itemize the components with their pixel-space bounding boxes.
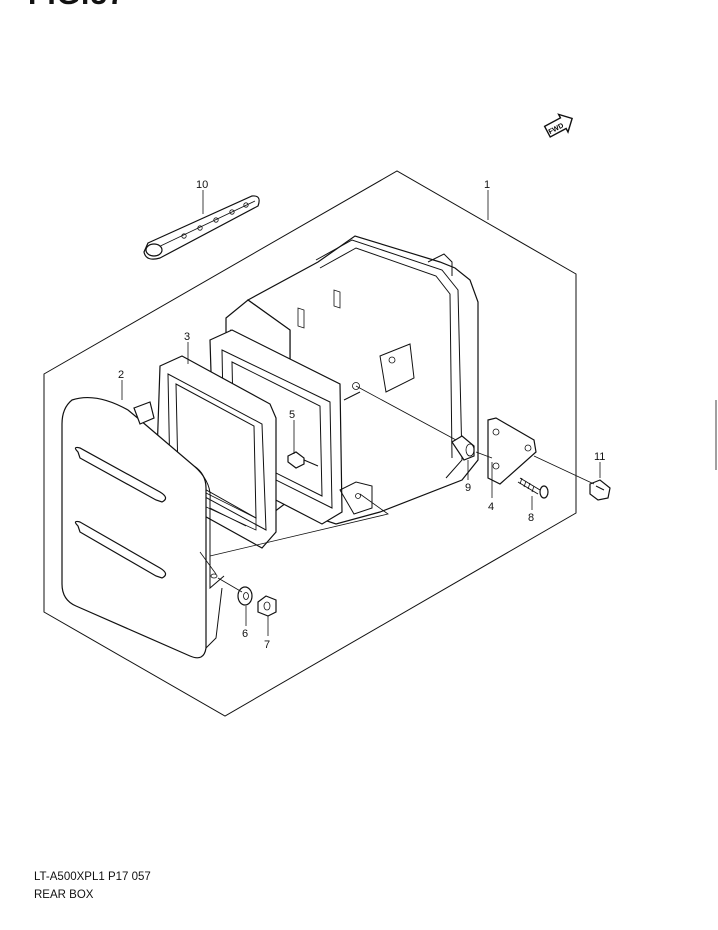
figure-title: FIG.57 (28, 0, 126, 12)
part-6-washer (237, 586, 253, 606)
callout-4: 4 (488, 501, 494, 513)
callout-8: 8 (528, 512, 534, 524)
callout-leaders (121, 190, 601, 636)
callout-11: 11 (594, 451, 605, 463)
callout-1: 1 (484, 179, 490, 191)
footer-diagram-code: LT-A500XPL1 P17 057 (34, 871, 151, 883)
callout-7: 7 (264, 639, 270, 651)
assembly-guide-lines (199, 385, 595, 593)
part-8-screw (517, 477, 549, 499)
part-7-nut (257, 595, 277, 617)
part-5-bolt (287, 451, 319, 469)
part-10-strap (143, 195, 260, 260)
part-9-grommet (451, 435, 475, 461)
callout-6: 6 (242, 628, 248, 640)
part-4-plate (487, 417, 537, 485)
footer-section-name: REAR BOX (34, 889, 94, 901)
assembly-frame (43, 170, 577, 717)
part-2-lid (61, 397, 225, 659)
callout-9: 9 (465, 482, 471, 494)
fwd-arrow-icon: FWD (543, 113, 574, 138)
callout-2: 2 (118, 369, 124, 381)
callout-10: 10 (196, 179, 208, 191)
callout-3: 3 (184, 331, 190, 343)
callout-5: 5 (289, 409, 295, 421)
part-11-bolt (589, 479, 611, 501)
